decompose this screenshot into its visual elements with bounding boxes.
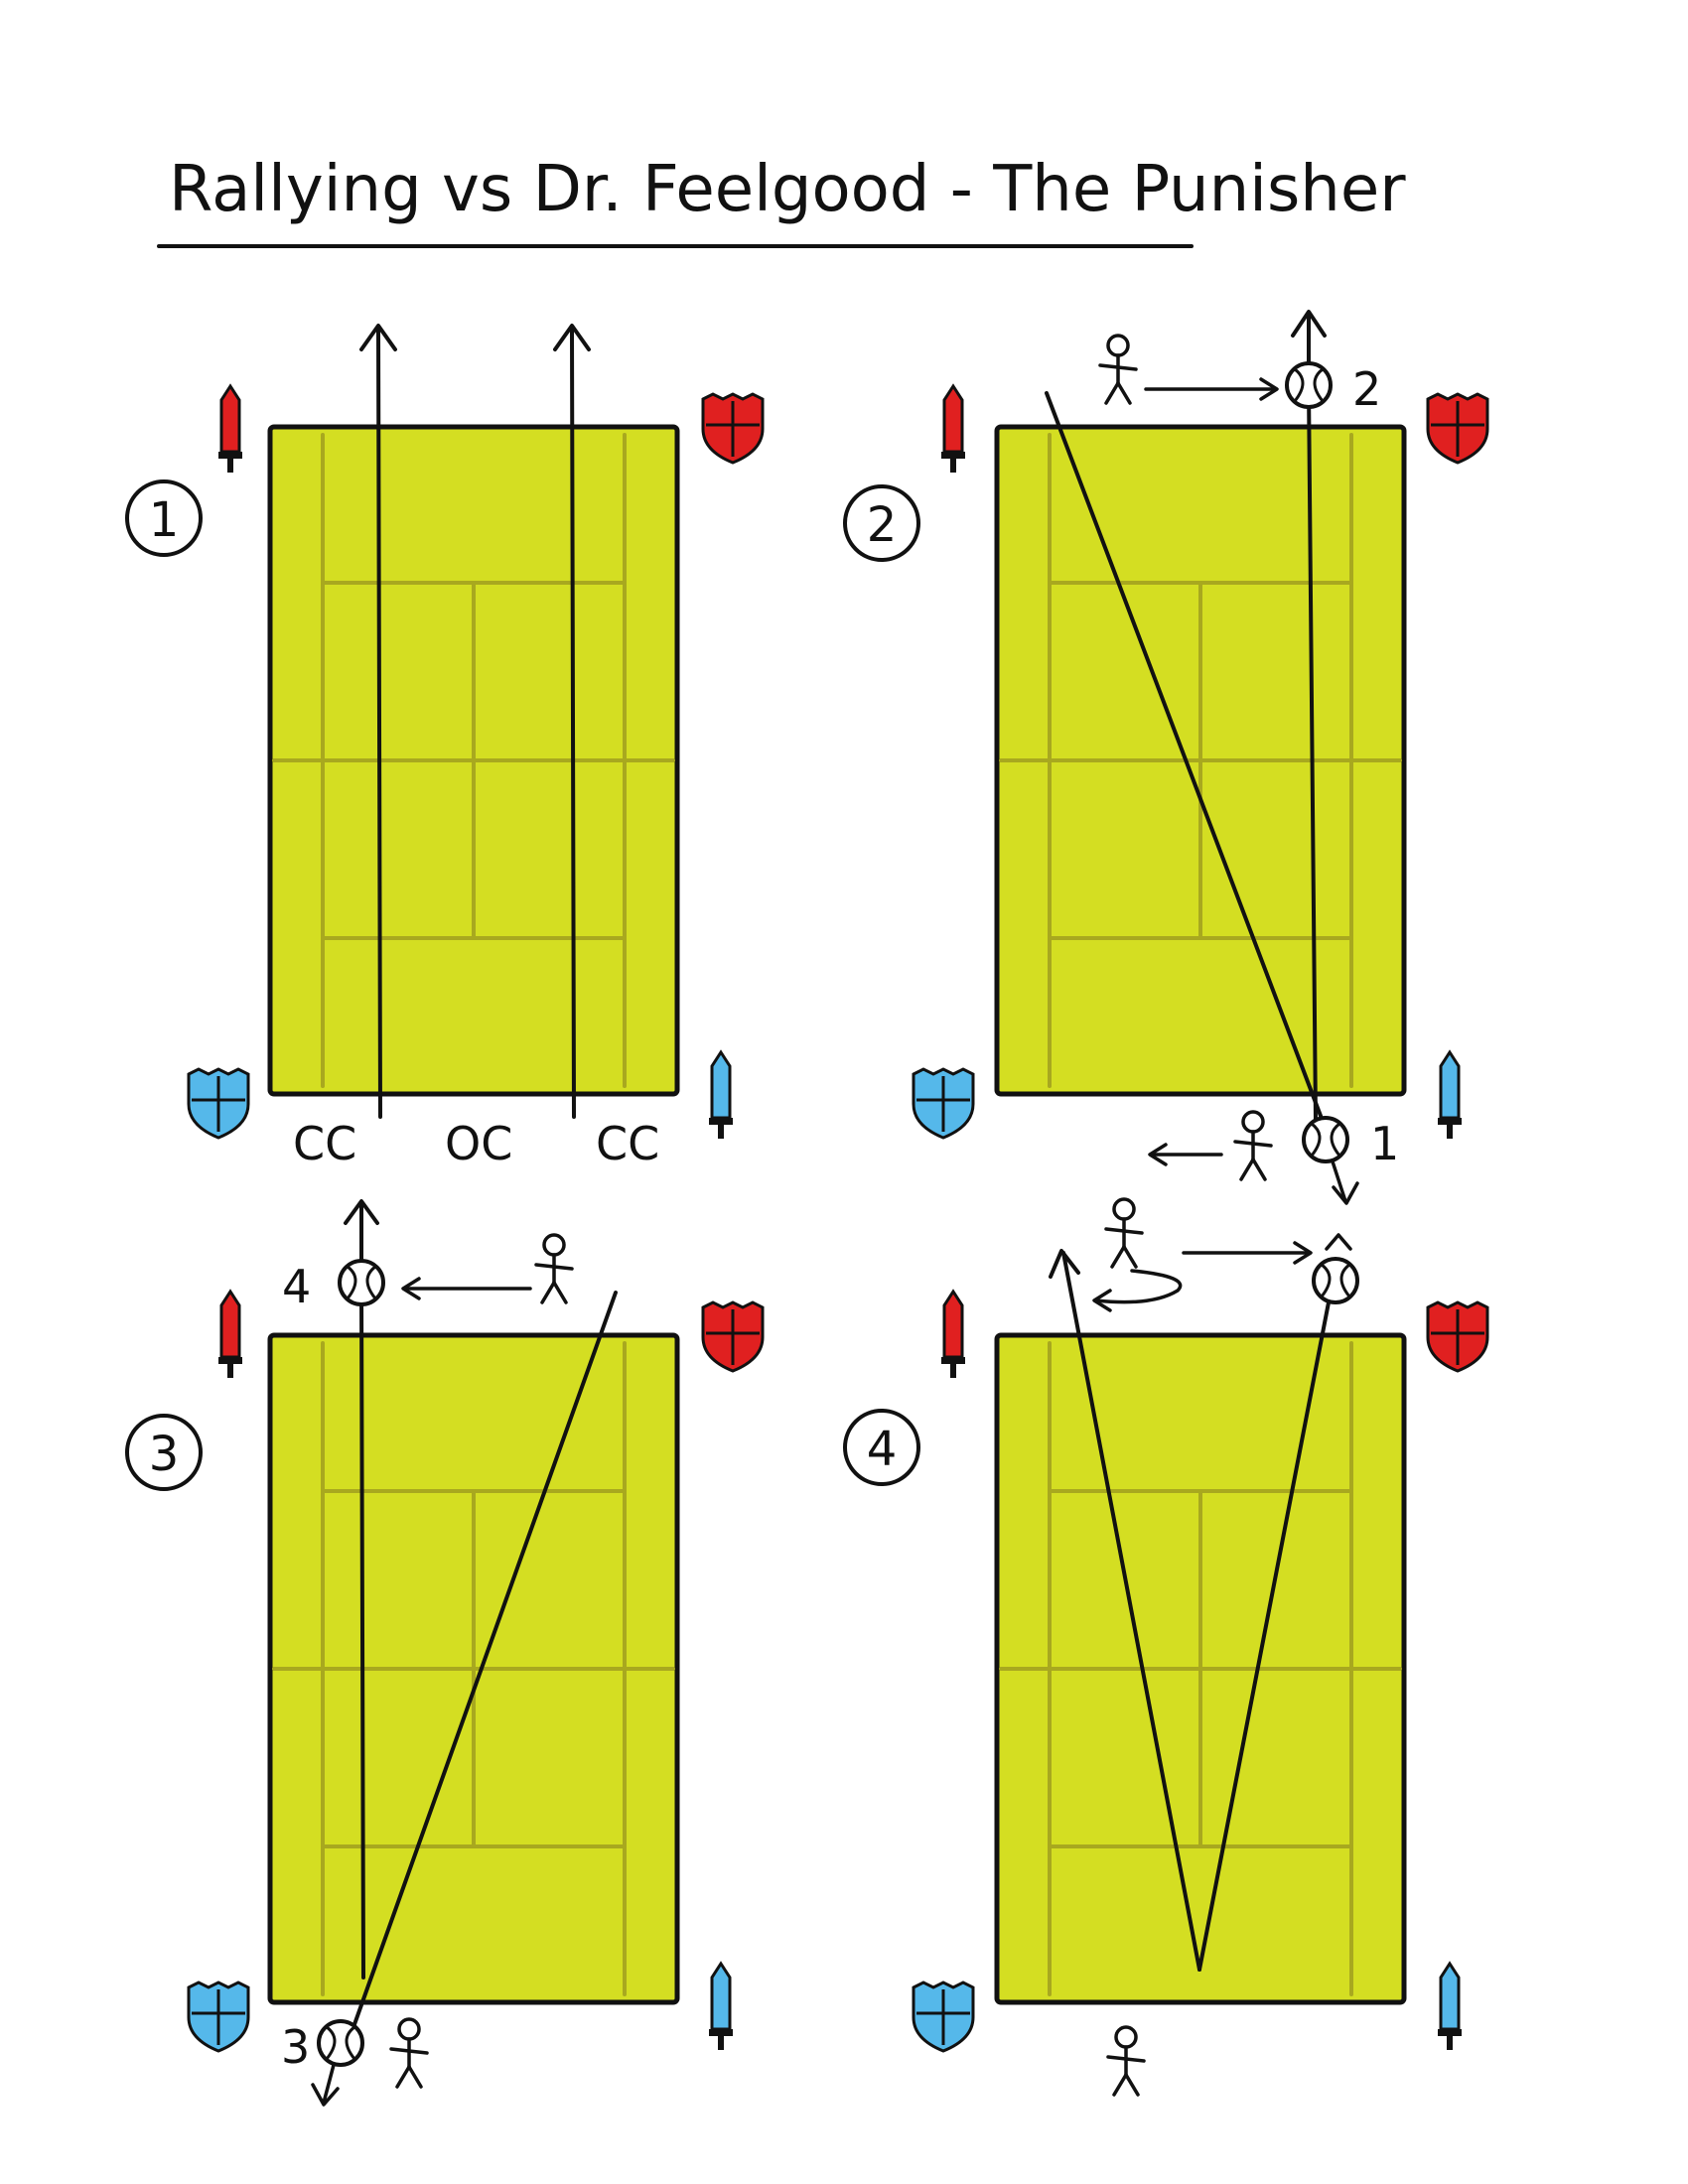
shot-path <box>1049 1249 1331 1972</box>
sword-icon <box>216 1290 244 1380</box>
panel-number: 1 <box>149 492 180 548</box>
ball-arrow <box>1331 1160 1359 1205</box>
sword-icon <box>939 384 967 475</box>
shot-path <box>344 1199 618 2029</box>
sword-icon <box>707 1962 735 2052</box>
court <box>997 1335 1404 2002</box>
ball-icon <box>317 2019 364 2067</box>
movement-arrow <box>401 1277 532 1300</box>
shot-arrow <box>359 324 397 1119</box>
ball-icon <box>1302 1116 1349 1163</box>
panel-number: 3 <box>149 1427 180 1482</box>
page-title: Rallying vs Dr. Feelgood - The Punisher <box>169 153 1406 226</box>
ball-icon <box>338 1259 385 1306</box>
sword-icon <box>939 1290 967 1380</box>
shot-number: 1 <box>1370 1117 1399 1170</box>
shield-icon <box>1426 1300 1489 1373</box>
ball-arrow <box>1325 1233 1352 1251</box>
player-figure <box>534 1233 574 1304</box>
ball-arrow <box>311 2063 340 2107</box>
shot-arrow <box>553 324 591 1119</box>
panel-3: 3 4 3 <box>125 1199 765 2107</box>
sword-icon <box>1436 1962 1464 2052</box>
player-figure <box>1104 1197 1144 1269</box>
shield-icon <box>187 1980 250 2053</box>
panel-4: 4 <box>843 1197 1489 2097</box>
player-figure <box>389 2017 429 2089</box>
ball-icon <box>1312 1257 1359 1304</box>
sword-icon <box>216 384 244 475</box>
shot-label-oc: OC <box>445 1117 512 1170</box>
panel-number: 2 <box>867 497 898 553</box>
shield-icon <box>912 1067 975 1140</box>
shield-icon <box>187 1067 250 1140</box>
shot-number: 2 <box>1352 362 1381 416</box>
movement-arrow <box>1182 1241 1313 1265</box>
panel-number-badge: 4 <box>843 1409 920 1486</box>
panel-2: 2 2 1 <box>843 310 1489 1205</box>
panel-1: 1 CC OC CC <box>125 324 765 1170</box>
movement-arrow <box>1144 377 1279 401</box>
shield-icon <box>701 1300 765 1373</box>
player-figure <box>1233 1110 1273 1181</box>
sword-icon <box>1436 1050 1464 1141</box>
movement-arrow <box>1148 1143 1223 1166</box>
panel-number-badge: 1 <box>125 479 203 557</box>
ball-icon <box>1285 361 1333 409</box>
court <box>270 1335 677 2002</box>
shield-icon <box>701 392 765 465</box>
shield-icon <box>1426 392 1489 465</box>
player-figure <box>1106 2025 1146 2097</box>
panel-number: 4 <box>867 1422 898 1477</box>
court <box>997 427 1404 1094</box>
shot-number: 3 <box>281 2020 310 2074</box>
shot-label-cc: CC <box>596 1117 659 1170</box>
recovery-arrow <box>1092 1269 1183 1312</box>
shot-number: 4 <box>282 1260 311 1313</box>
sword-icon <box>707 1050 735 1141</box>
shot-label-cc: CC <box>293 1117 356 1170</box>
panel-number-badge: 2 <box>843 484 920 562</box>
court <box>270 427 677 1094</box>
shield-icon <box>912 1980 975 2053</box>
player-figure <box>1098 334 1138 405</box>
panel-number-badge: 3 <box>125 1414 203 1491</box>
